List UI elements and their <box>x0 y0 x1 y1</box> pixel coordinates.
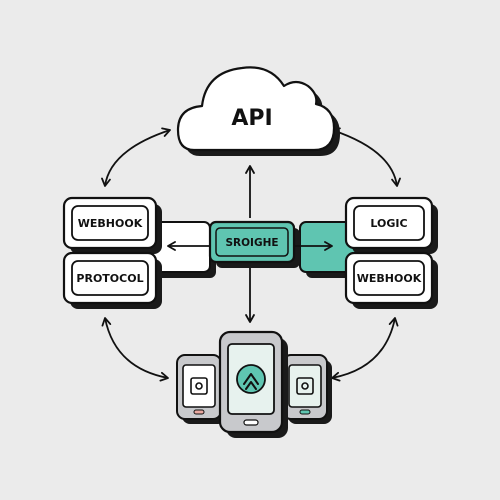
left-bottom-label: PROTOCOL <box>76 272 143 285</box>
node-right-top: LOGIC <box>344 196 438 254</box>
api-cloud: API <box>176 66 340 156</box>
phone-right <box>282 354 332 424</box>
mobile-devices-icon <box>176 330 332 438</box>
node-right-bottom: WEBHOOK <box>344 251 438 309</box>
upload-arrow-icon <box>243 373 259 390</box>
center-label: SROIGHE <box>225 237 278 249</box>
phone-center <box>218 330 288 438</box>
connectors <box>101 127 401 382</box>
left-top-label: WEBHOOK <box>78 217 143 230</box>
arc-right-to-devices <box>331 317 399 382</box>
right-bottom-label: WEBHOOK <box>357 272 422 285</box>
node-left-top: WEBHOOK <box>62 196 162 254</box>
arc-api-to-left <box>101 127 171 187</box>
phone-left <box>176 354 226 424</box>
node-center: SROIGHE <box>208 220 300 268</box>
node-left-bottom: PROTOCOL <box>62 251 162 309</box>
arc-left-to-devices <box>101 317 169 382</box>
right-top-label: LOGIC <box>370 217 407 230</box>
arc-api-to-right <box>331 127 401 187</box>
cloud-icon <box>176 66 336 152</box>
api-label: API <box>231 106 272 131</box>
